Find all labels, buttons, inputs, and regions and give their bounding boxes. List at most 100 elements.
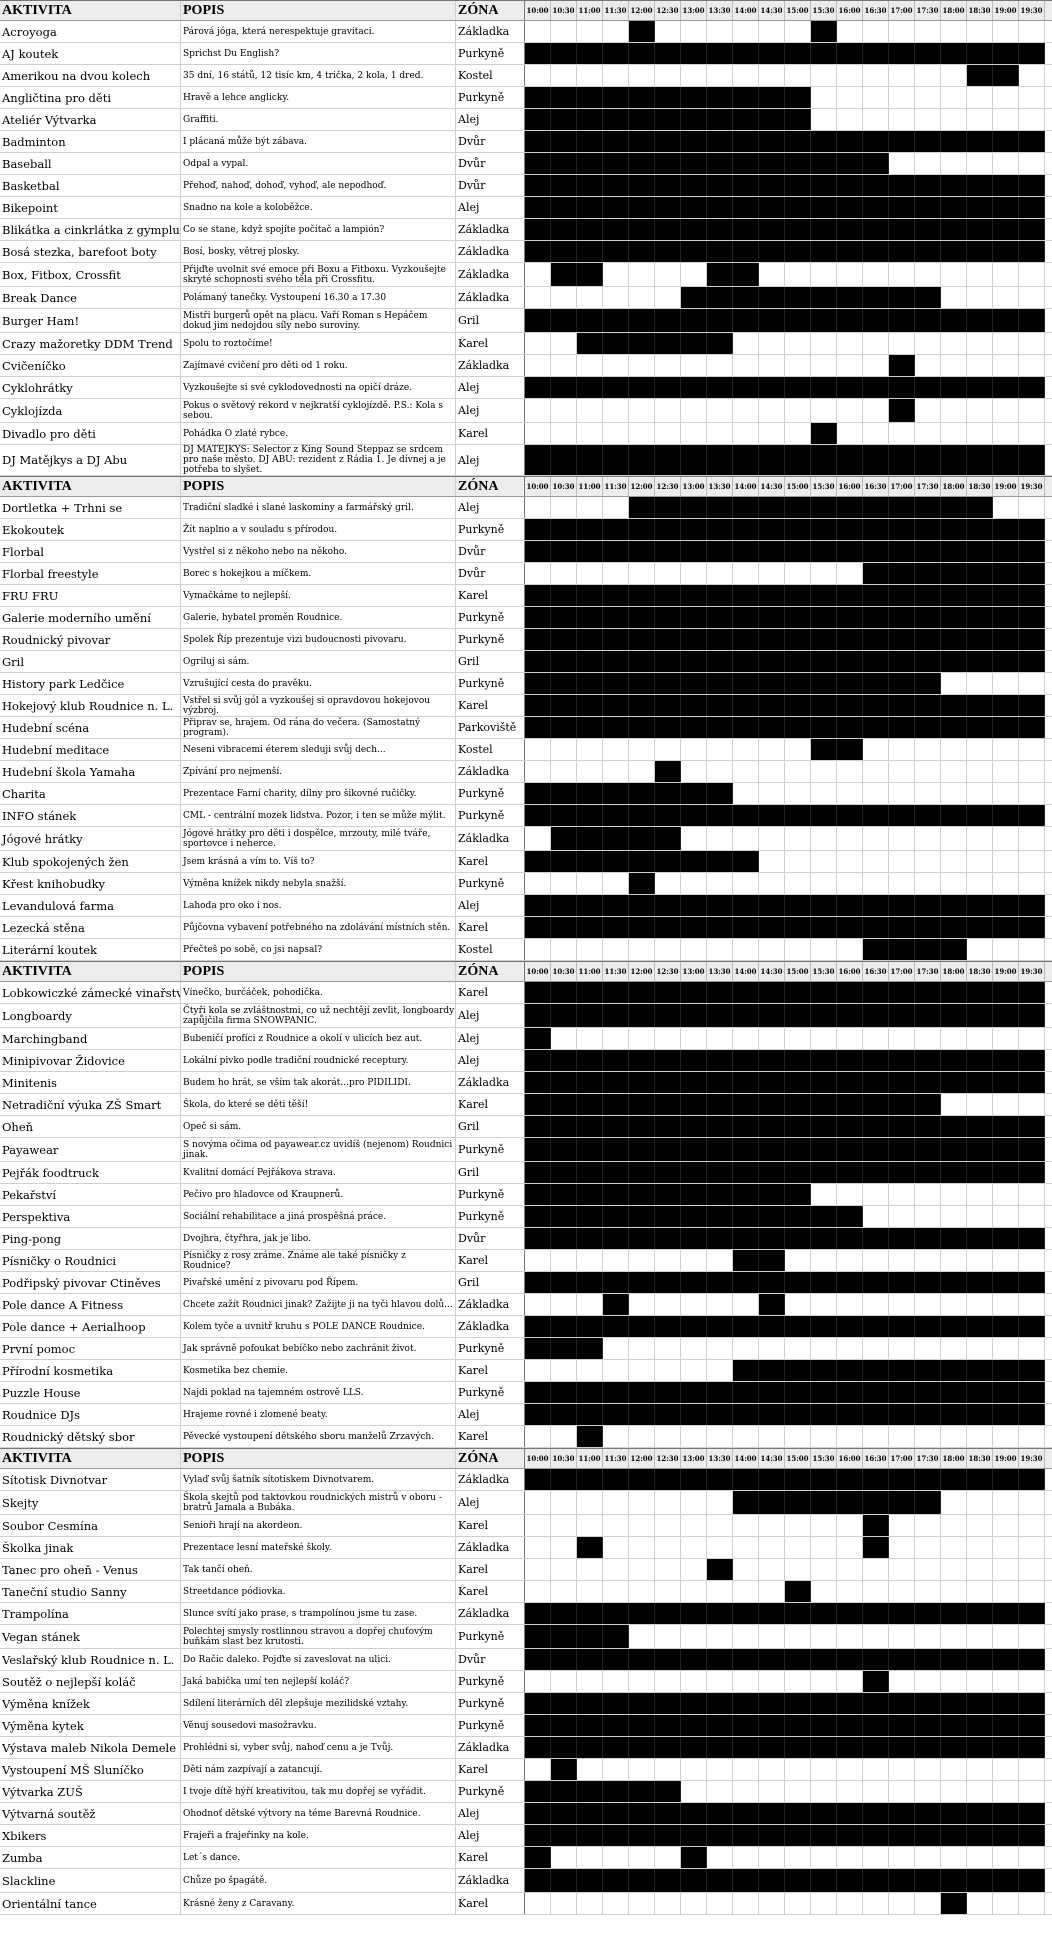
time-slot-active — [993, 805, 1019, 826]
time-slot-empty — [655, 939, 681, 960]
time-slot-empty — [889, 1426, 915, 1447]
time-slot-active — [551, 1316, 577, 1337]
time-slot-empty — [759, 65, 785, 86]
time-slot-empty — [811, 263, 837, 286]
time-slot-empty — [551, 497, 577, 518]
time-slot-empty — [603, 739, 629, 760]
activity-name: Bosá stezka, barefoot boty — [0, 241, 181, 262]
time-slot-active — [837, 1869, 863, 1892]
time-slot-active — [837, 445, 863, 475]
activity-zone: Purkyně — [456, 783, 525, 804]
time-slot-active — [577, 43, 603, 64]
time-slot-active — [837, 1272, 863, 1293]
time-slot-active — [525, 153, 551, 174]
time-slot-active — [629, 519, 655, 540]
time-slot-active — [967, 1469, 993, 1490]
activity-description: Tak tančí oheň. — [181, 1559, 456, 1580]
time-slot-empty — [785, 1338, 811, 1359]
time-slot-active — [837, 241, 863, 262]
time-slot-active — [759, 519, 785, 540]
time-slot-active — [577, 585, 603, 606]
time-slot-empty — [967, 1491, 993, 1514]
time-slot-active — [863, 805, 889, 826]
time-slot-active — [603, 1138, 629, 1161]
time-slot-active — [889, 1360, 915, 1381]
time-slot-empty — [837, 851, 863, 872]
time-slot-active — [655, 175, 681, 196]
time-slot-empty — [941, 21, 967, 42]
activity-description: Čtyři kola se zvláštnostmi, co už nechtě… — [183, 1004, 456, 1027]
time-slot-empty — [525, 65, 551, 86]
time-slot-empty — [785, 1250, 811, 1271]
time-slot-active — [993, 1737, 1019, 1758]
activity-zone: Gril — [456, 309, 525, 332]
time-slot-active — [707, 263, 733, 286]
activity-description: Děti nám zazpívají a zatancují. — [181, 1759, 456, 1780]
time-slot-empty — [811, 1250, 837, 1271]
time-slot-active — [941, 1272, 967, 1293]
time-slot-active — [733, 1715, 759, 1736]
time-slot-empty — [889, 851, 915, 872]
time-slot-active — [941, 1116, 967, 1137]
time-slot-empty — [941, 1847, 967, 1868]
time-slot-empty — [785, 399, 811, 422]
time-slot-empty — [551, 65, 577, 86]
time-slot-empty — [811, 1893, 837, 1914]
time-slot-empty — [863, 1206, 889, 1227]
time-slot-empty — [681, 873, 707, 894]
time-slot-active — [759, 1004, 785, 1027]
time-slot-empty — [733, 21, 759, 42]
time-slot-empty — [993, 1759, 1019, 1780]
time-slot-empty — [525, 333, 551, 354]
time-slot-active — [993, 717, 1019, 738]
time-slot-active — [759, 1649, 785, 1670]
time-slot-empty — [993, 939, 1019, 960]
time-slot-active — [629, 1162, 655, 1183]
time-slot-active — [863, 1693, 889, 1714]
time-slot-empty — [785, 783, 811, 804]
time-slot-active — [759, 153, 785, 174]
time-slot-empty — [889, 1338, 915, 1359]
activity-name: Hokejový klub Roudnice n. L. — [0, 695, 181, 716]
time-slot-active — [837, 1603, 863, 1624]
time-slot-active — [629, 241, 655, 262]
time-slot-header: 10:00 — [525, 1449, 551, 1468]
time-slot-active — [863, 153, 889, 174]
time-slot-header: 16:30 — [863, 477, 889, 496]
time-slot-active — [603, 717, 629, 738]
time-slot-active — [759, 445, 785, 475]
time-slot-active — [967, 1825, 993, 1846]
time-slot-empty — [811, 851, 837, 872]
time-slot-active — [629, 541, 655, 562]
time-slot-active — [941, 377, 967, 398]
time-slot-active — [525, 1138, 551, 1161]
time-slot-active — [577, 1693, 603, 1714]
time-slot-empty — [551, 1360, 577, 1381]
time-slot-empty — [993, 1206, 1019, 1227]
time-slot-header: 12:30 — [655, 477, 681, 496]
time-slot-active — [1019, 563, 1045, 584]
time-slot-active — [551, 1404, 577, 1425]
time-slot-active — [915, 651, 941, 672]
time-slot-active — [629, 309, 655, 332]
time-slot-empty — [733, 423, 759, 444]
time-slot-active — [655, 241, 681, 262]
time-slot-active — [915, 695, 941, 716]
time-slot-active — [941, 917, 967, 938]
time-slot-empty — [837, 1847, 863, 1868]
time-slot-empty — [837, 1893, 863, 1914]
activity-zone: Karel — [456, 1759, 525, 1780]
time-slot-active — [941, 982, 967, 1003]
time-slot-empty — [1019, 263, 1045, 286]
time-slot-active — [577, 1715, 603, 1736]
time-slot-empty — [603, 287, 629, 308]
activity-name: Hudební škola Yamaha — [0, 761, 181, 782]
time-slot-active — [1019, 1649, 1045, 1670]
